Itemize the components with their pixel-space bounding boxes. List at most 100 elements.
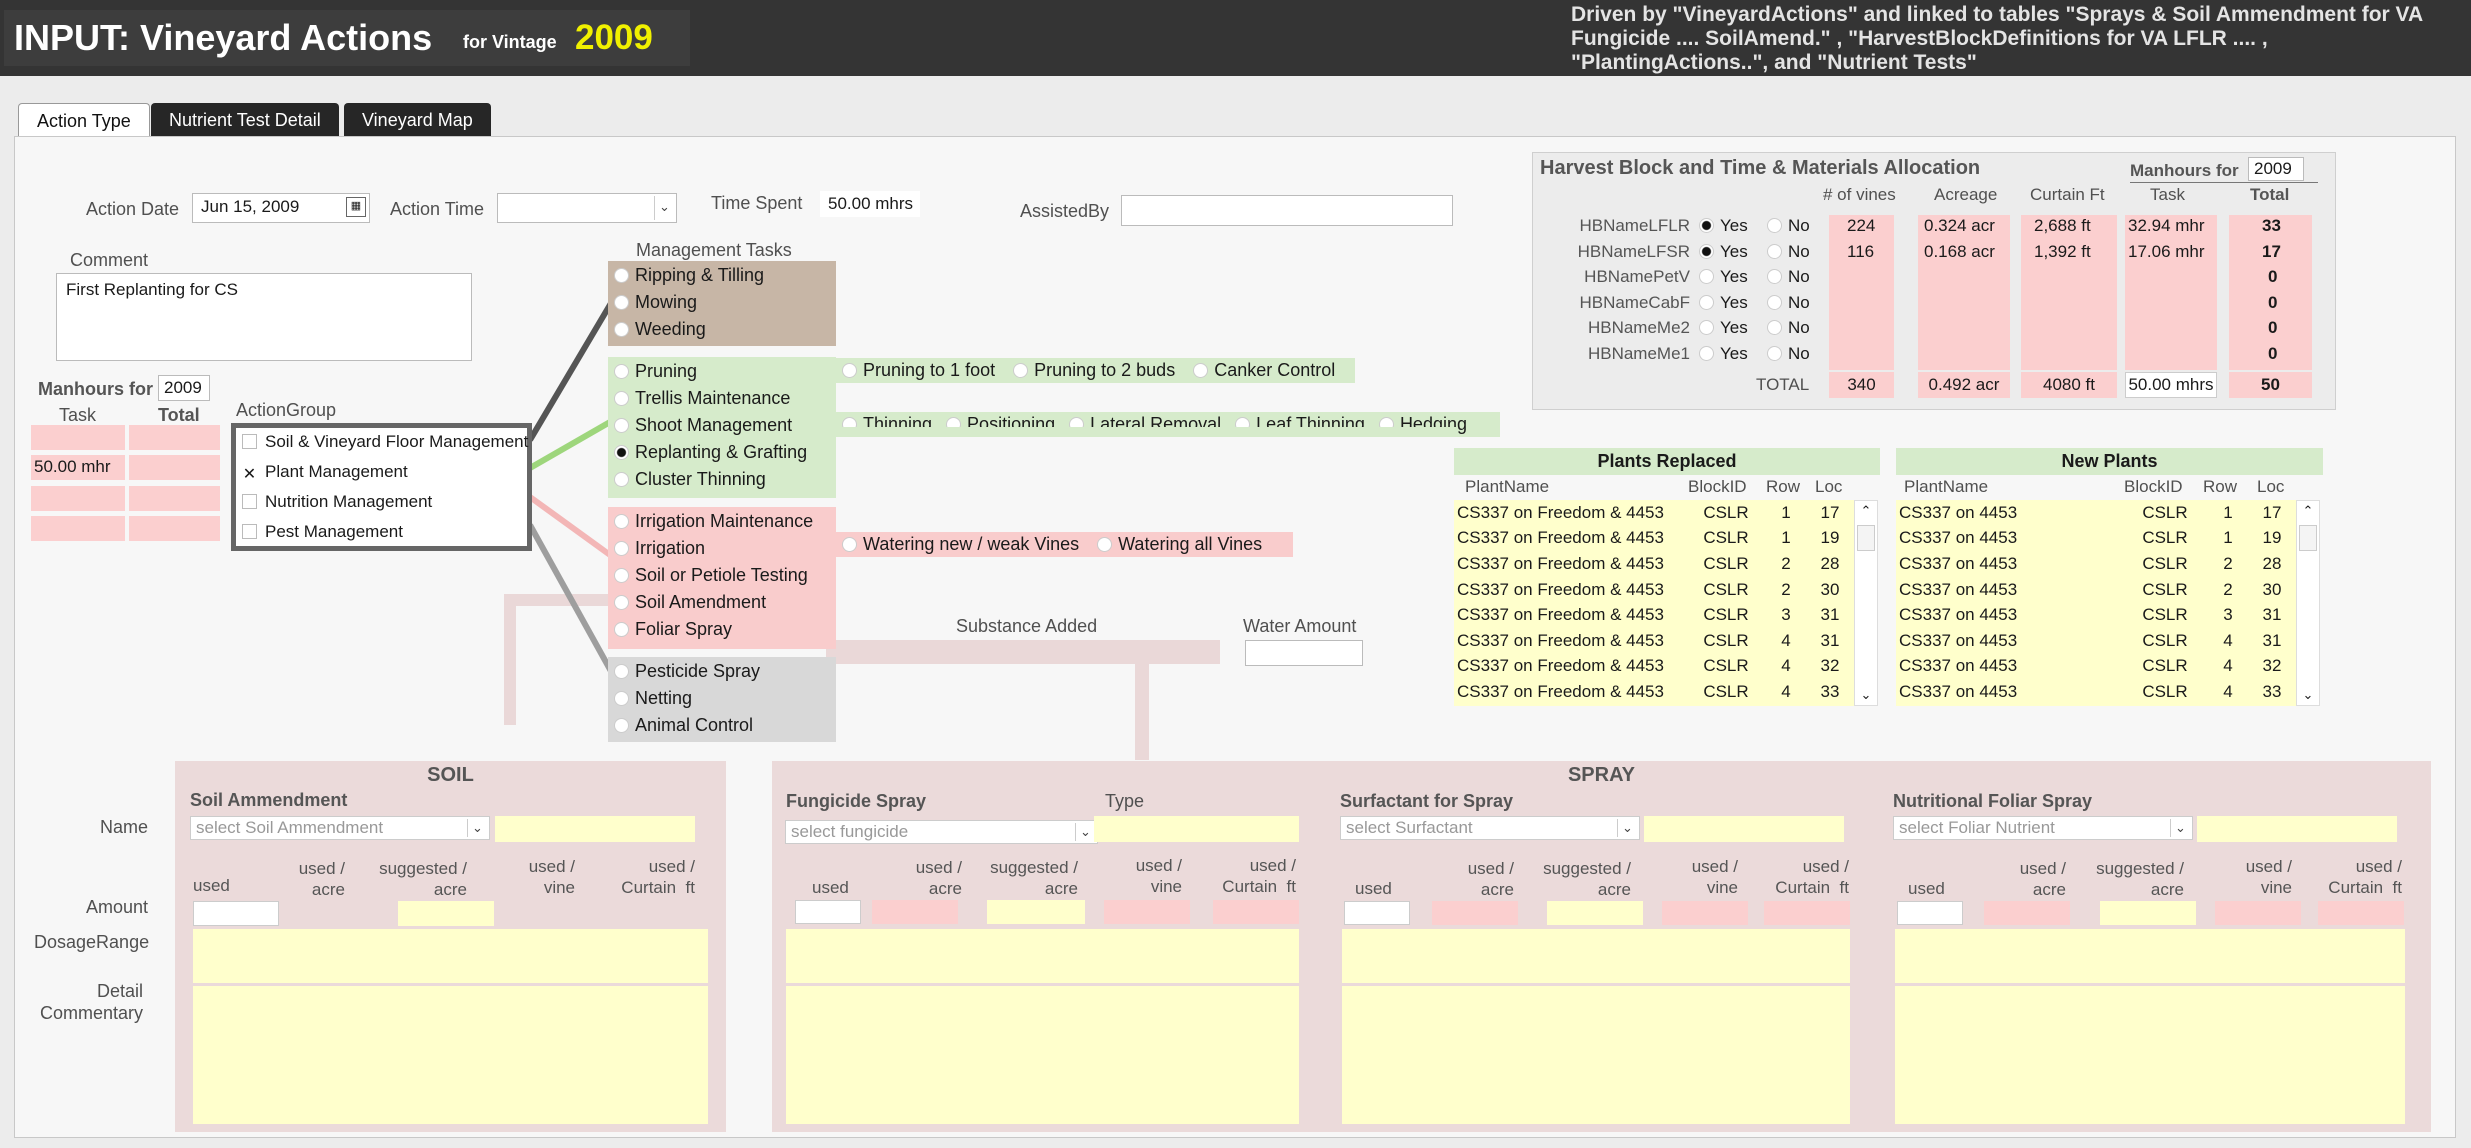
radio[interactable]: [614, 391, 629, 406]
task-pesticide-spray[interactable]: Pesticide Spray: [608, 658, 836, 685]
scroll-thumb[interactable]: [1857, 525, 1875, 551]
radio-selected[interactable]: [1699, 243, 1714, 259]
action-group-item[interactable]: ✕Plant Management: [242, 462, 521, 492]
task-cluster-thinning[interactable]: Cluster Thinning: [608, 466, 836, 493]
radio[interactable]: [1767, 269, 1782, 285]
yes-option[interactable]: Yes: [1699, 344, 1748, 364]
option-watering-new-weak[interactable]: Watering new / weak Vines: [842, 534, 1079, 554]
radio[interactable]: [1699, 345, 1714, 361]
water-amount-field[interactable]: [1245, 640, 1363, 666]
manhours-task-cell[interactable]: [31, 425, 125, 450]
scroll-up-icon[interactable]: ⌃: [2302, 503, 2314, 518]
yes-option[interactable]: Yes: [1699, 267, 1748, 287]
assisted-by-field[interactable]: [1121, 195, 1453, 226]
checkbox[interactable]: [242, 494, 257, 509]
manhours-task-cell[interactable]: [31, 516, 125, 541]
no-option[interactable]: No: [1767, 318, 1810, 338]
yes-option[interactable]: Yes: [1699, 293, 1748, 313]
fungicide-dosage-field[interactable]: [786, 929, 1299, 983]
radio[interactable]: [614, 268, 629, 283]
radio[interactable]: [614, 295, 629, 310]
foliar-extra-field[interactable]: [2197, 816, 2397, 842]
soil-used-field[interactable]: [193, 901, 279, 926]
task-weeding[interactable]: Weeding: [608, 316, 836, 343]
soil-dosage-field[interactable]: [193, 929, 708, 983]
fungicide-select[interactable]: select fungicide⌄: [785, 820, 1098, 844]
foliar-dosage-field[interactable]: [1895, 929, 2405, 983]
task-soil-amendment[interactable]: Soil Amendment: [608, 589, 836, 616]
foliar-used-field[interactable]: [1897, 901, 1963, 925]
fungicide-type-field[interactable]: [1094, 816, 1299, 842]
surfactant-commentary-field[interactable]: [1342, 986, 1850, 1124]
action-group-item[interactable]: Soil & Vineyard Floor Management: [242, 432, 528, 462]
comment-field[interactable]: First Replanting for CS: [56, 273, 472, 361]
scroll-thumb[interactable]: [2299, 525, 2317, 551]
task-foliar-spray[interactable]: Foliar Spray: [608, 616, 836, 643]
chevron-down-icon[interactable]: ⌄: [1075, 823, 1095, 841]
radio[interactable]: [1767, 320, 1782, 336]
radio-selected[interactable]: [1699, 218, 1714, 233]
option-watering-all[interactable]: Watering all Vines: [1097, 534, 1262, 554]
action-time-dropdown[interactable]: ⌄: [497, 193, 677, 223]
no-option[interactable]: No: [1767, 267, 1810, 287]
radio[interactable]: [614, 664, 629, 679]
surfactant-dosage-field[interactable]: [1342, 929, 1850, 983]
no-option[interactable]: No: [1767, 344, 1810, 364]
plants-replaced-scrollbar[interactable]: ⌃ ⌄: [1854, 500, 1878, 706]
radio[interactable]: [614, 364, 629, 379]
radio[interactable]: [1767, 218, 1782, 233]
radio[interactable]: [614, 622, 629, 637]
action-group-item[interactable]: Nutrition Management: [242, 492, 521, 522]
radio[interactable]: [1013, 363, 1029, 378]
option-canker-control[interactable]: Canker Control: [1193, 360, 1335, 380]
no-option[interactable]: No: [1767, 293, 1810, 313]
radio[interactable]: [614, 568, 629, 583]
radio[interactable]: [1767, 294, 1782, 310]
action-group-item[interactable]: Pest Management: [242, 522, 521, 552]
radio[interactable]: [614, 541, 629, 556]
surfactant-select[interactable]: select Surfactant⌄: [1340, 816, 1640, 840]
task-ripping-tilling[interactable]: Ripping & Tilling: [608, 262, 836, 289]
task-trellis-maintenance[interactable]: Trellis Maintenance: [608, 385, 836, 412]
no-option[interactable]: No: [1767, 216, 1810, 236]
soil-suggested-field[interactable]: [398, 901, 494, 926]
surfactant-suggested-field[interactable]: [1547, 901, 1643, 925]
chevron-down-icon[interactable]: ⌄: [654, 196, 674, 220]
radio[interactable]: [614, 322, 629, 337]
tab-nutrient-test-detail[interactable]: Nutrient Test Detail: [151, 103, 339, 136]
scroll-down-icon[interactable]: ⌄: [1860, 687, 1872, 702]
new-plants-scrollbar[interactable]: ⌃ ⌄: [2296, 500, 2320, 706]
task-pruning[interactable]: Pruning: [608, 358, 836, 385]
manhours-year-field[interactable]: 2009: [158, 375, 210, 401]
radio[interactable]: [614, 418, 629, 433]
time-spent-field[interactable]: 50.00 mhrs: [820, 191, 920, 217]
harvest-year-field[interactable]: 2009: [2248, 157, 2304, 181]
task-shoot-management[interactable]: Shoot Management: [608, 412, 836, 439]
checkbox[interactable]: [242, 434, 257, 449]
soil-ammendment-select[interactable]: select Soil Ammendment⌄: [190, 816, 490, 840]
option-pruning-2-buds[interactable]: Pruning to 2 buds: [1013, 360, 1175, 380]
soil-commentary-field[interactable]: [193, 986, 708, 1124]
radio[interactable]: [614, 691, 629, 706]
fungicide-commentary-field[interactable]: [786, 986, 1299, 1124]
radio[interactable]: [614, 718, 629, 733]
chevron-down-icon[interactable]: ⌄: [1617, 819, 1637, 837]
chevron-down-icon[interactable]: ⌄: [467, 819, 487, 837]
scroll-up-icon[interactable]: ⌃: [1860, 503, 1872, 518]
tab-vineyard-map[interactable]: Vineyard Map: [344, 103, 491, 136]
radio[interactable]: [614, 595, 629, 610]
chevron-down-icon[interactable]: ⌄: [2170, 819, 2190, 837]
radio[interactable]: [1193, 363, 1209, 378]
task-soil-petiole-testing[interactable]: Soil or Petiole Testing: [608, 562, 836, 589]
radio-selected[interactable]: [614, 445, 629, 460]
radio[interactable]: [1699, 294, 1714, 310]
